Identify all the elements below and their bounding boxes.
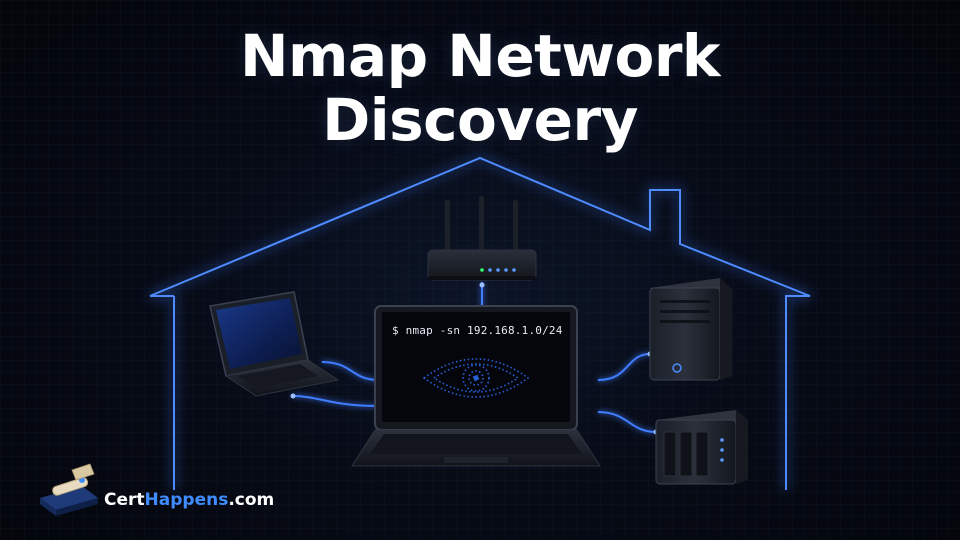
house-outline-icon xyxy=(148,154,812,490)
laptop-icon xyxy=(209,291,340,397)
server-tower-icon xyxy=(649,278,732,381)
connection-lines xyxy=(291,282,657,433)
brand-part-cert: Cert xyxy=(104,490,145,510)
router-icon xyxy=(427,196,537,281)
brand-logo: CertHappens.com xyxy=(36,472,274,528)
eye-icon xyxy=(422,358,530,398)
main-laptop-icon xyxy=(351,305,601,467)
diploma-book-icon xyxy=(40,463,98,516)
brand-part-domain: .com xyxy=(228,490,275,510)
nas-icon xyxy=(655,410,748,485)
title-line-1: Nmap Network xyxy=(239,22,721,90)
brand-part-happens: Happens xyxy=(144,490,229,510)
title-line-2: Discovery xyxy=(322,86,638,154)
terminal-command: $ nmap -sn 192.168.1.0/24 xyxy=(392,324,563,337)
page-title: Nmap Network Discovery xyxy=(0,24,960,152)
brand-name: CertHappens.com xyxy=(104,490,274,510)
